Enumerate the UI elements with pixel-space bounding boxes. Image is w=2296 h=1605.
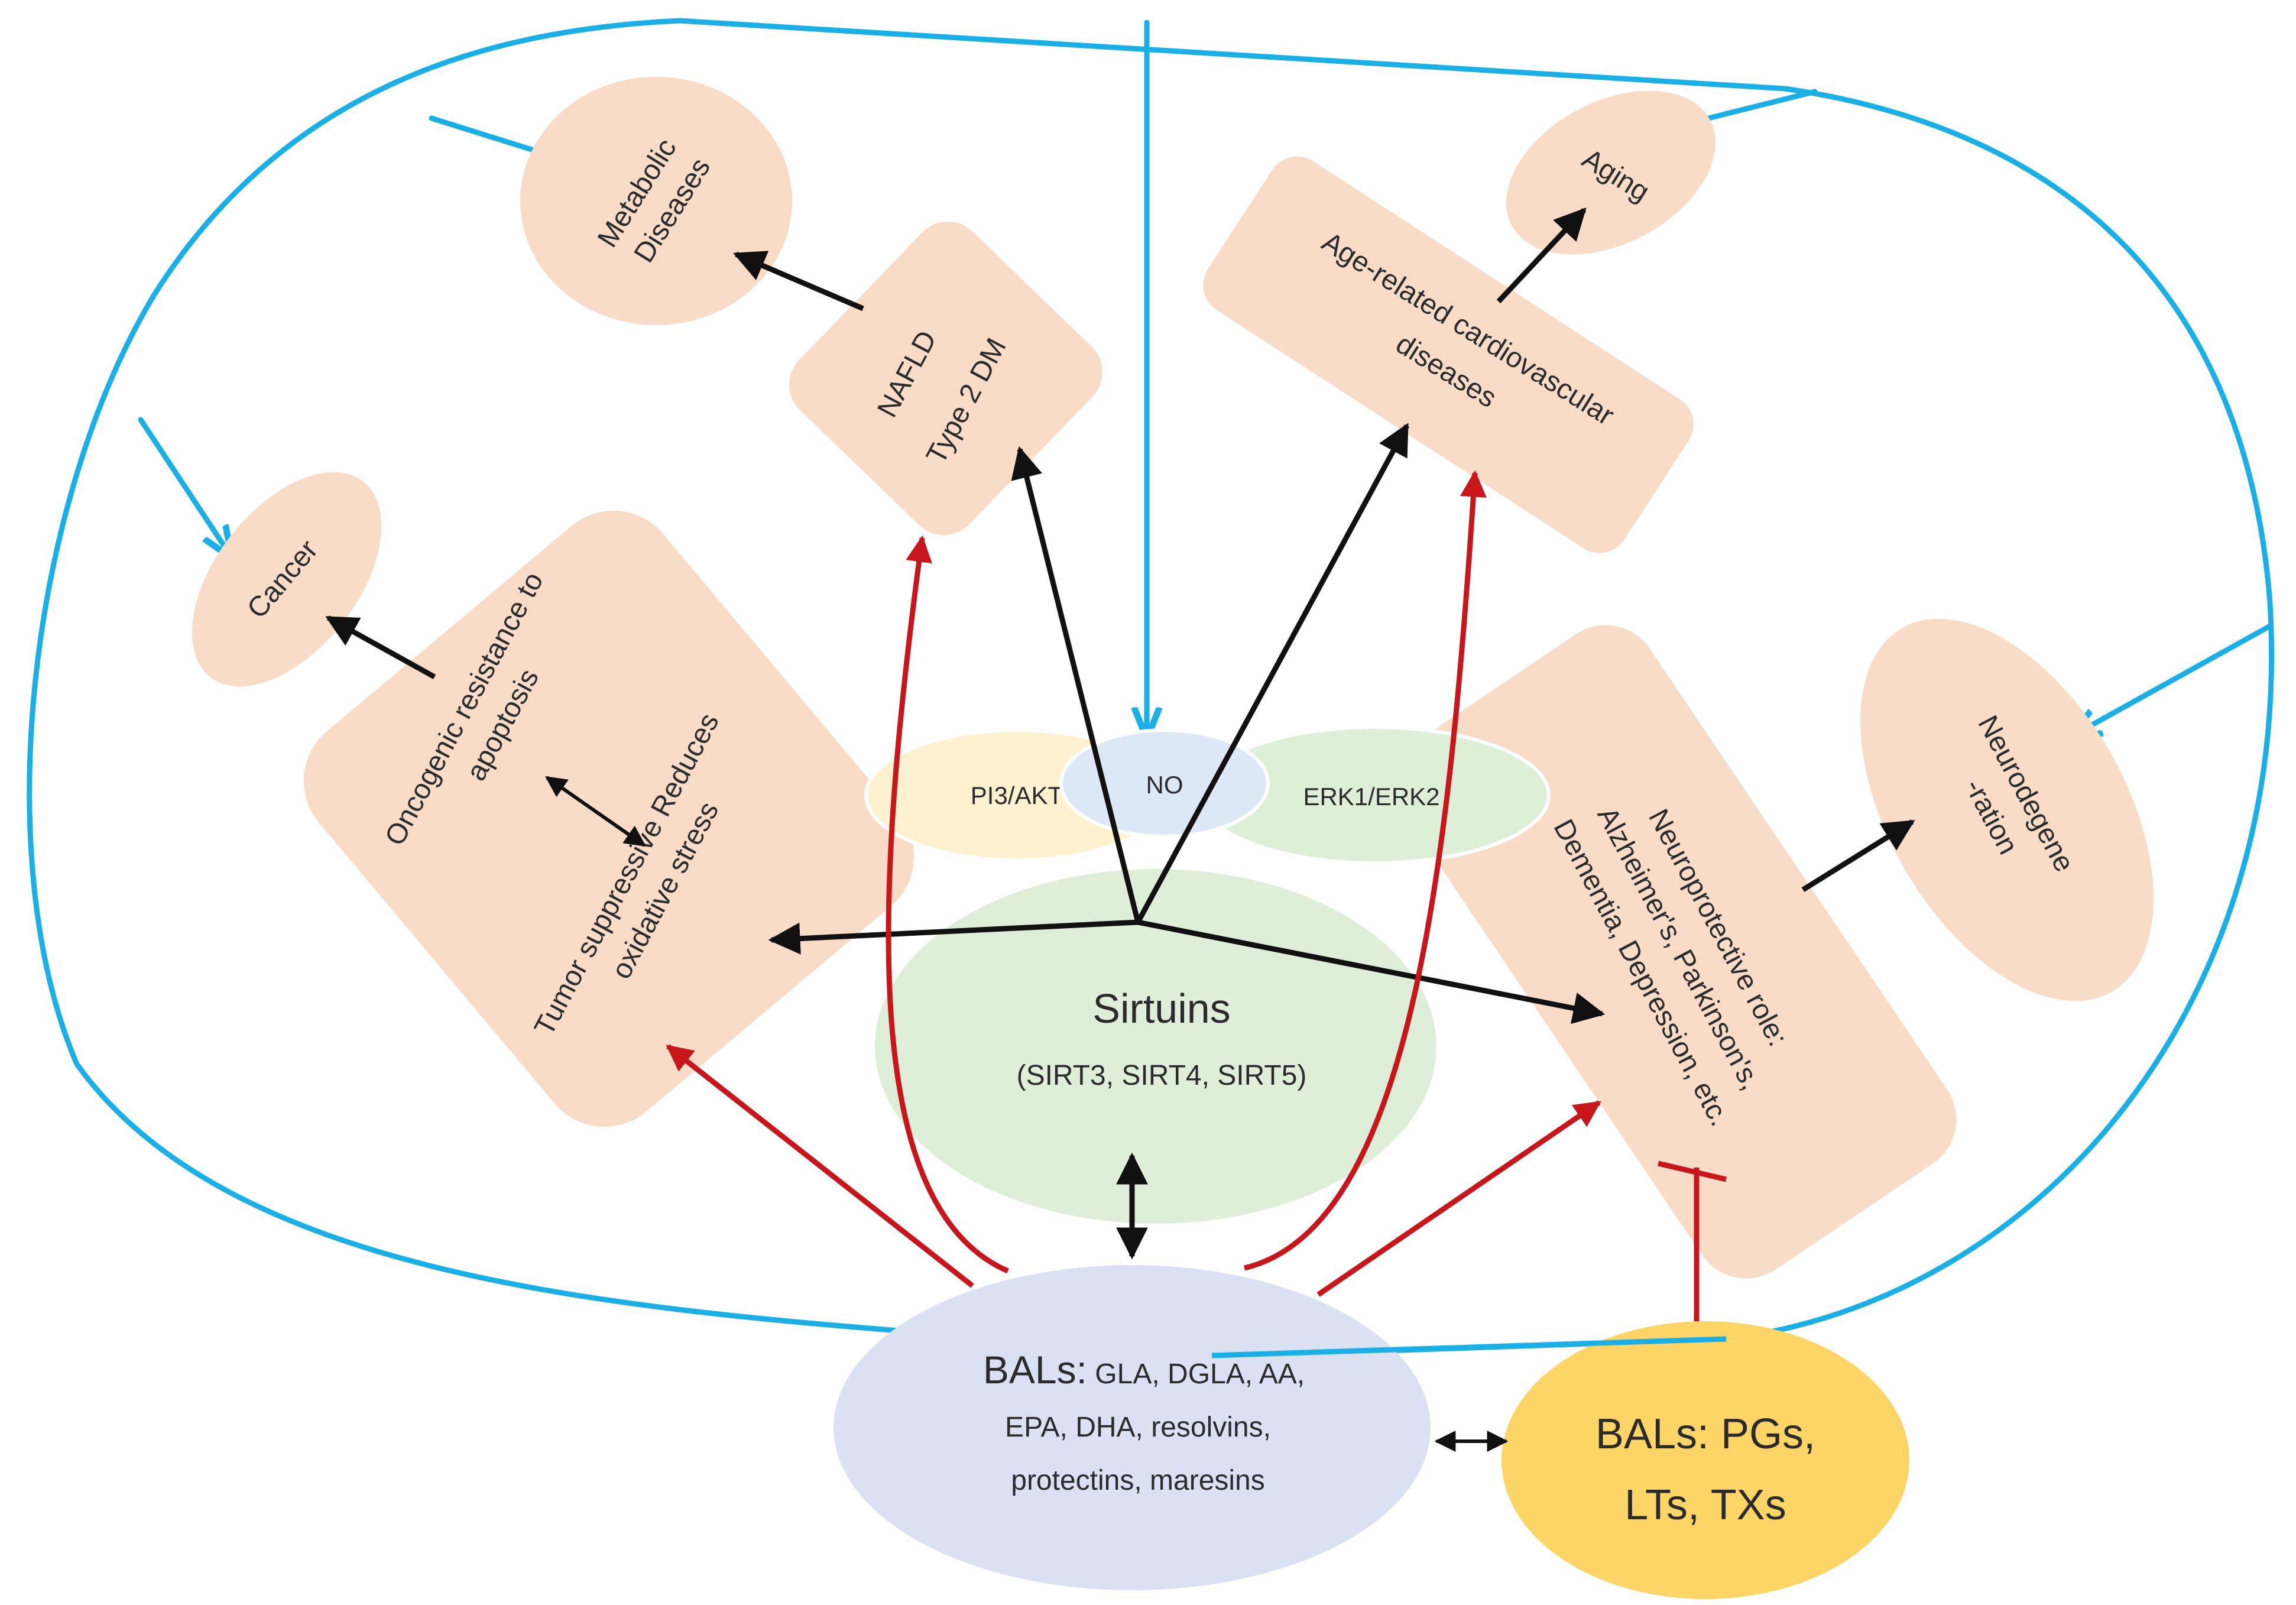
red-arrow-to-neuro: [1316, 1100, 1601, 1297]
arrow-oncogenic-to-cancer: [325, 615, 436, 679]
arrow-apoptosis-tumor: [545, 776, 646, 847]
no-label: NO: [1146, 771, 1183, 799]
bals-node: BALs: GLA, DGLA, AA, EPA, DHA, resolvins…: [834, 1265, 1431, 1590]
sirtuins-subtitle: (SIRT3, SIRT4, SIRT5): [1017, 1060, 1307, 1091]
neurodegeneration-node: Neurodegene -ration: [1860, 618, 2154, 1001]
bals-pg-shape: [1502, 1321, 1909, 1599]
red-arrow-to-nafld: [886, 535, 1009, 1274]
arrow-hub-to-nafld: [1011, 446, 1141, 923]
nafld-node: NAFLD Type 2 DM: [789, 221, 1102, 536]
nafld-shape: [789, 221, 1102, 536]
pi3akt-label: PI3/AKT: [971, 782, 1063, 809]
arrow-cardio-to-aging: [1496, 207, 1587, 304]
arrow-neuro-to-neurodegeneration: [1801, 819, 1915, 892]
black-arrows: [325, 207, 1915, 1452]
bals-pg-node: BALs: PGs, LTs, TXs: [1502, 1321, 1909, 1599]
neurodegeneration-shape: [1860, 618, 2154, 1001]
red-inhibition-bar: [1657, 1160, 1727, 1182]
no-shape: [1059, 728, 1270, 838]
metabolic-diseases-shape: [520, 77, 792, 325]
no-chip: NO: [1059, 728, 1270, 838]
blue-enclosure: [27, 18, 2275, 1360]
arrow-hub-to-oncogenic: [768, 919, 1139, 955]
metabolic-diseases-node: Metabolic Diseases: [520, 77, 792, 325]
sirtuins-shape: [875, 869, 1436, 1224]
bals-shape: [834, 1265, 1431, 1590]
bals-line1: BALs: GLA, DGLA, AA,: [983, 1348, 1305, 1392]
bals-pg-line1: BALs: PGs,: [1595, 1411, 1815, 1458]
arrow-hub-to-neuro: [1137, 919, 1606, 1024]
red-arrow-to-cardio: [1243, 470, 1487, 1271]
erk-chip: ERK1/ERK2: [1198, 725, 1551, 865]
sirtuins-hub: Sirtuins (SIRT3, SIRT4, SIRT5): [875, 869, 1436, 1224]
age-related-cardio-shape: [1203, 156, 1694, 553]
bals-pg-line2: LTs, TXs: [1624, 1481, 1786, 1529]
cancer-branch: [138, 417, 231, 556]
bals-line2: EPA, DHA, resolvins,: [1005, 1412, 1271, 1443]
sirtuins-title: Sirtuins: [1092, 985, 1230, 1032]
cancer-node: Cancer: [192, 472, 382, 687]
arrow-hub-to-cardio: [1136, 423, 1409, 924]
aging-node: Aging: [1506, 90, 1715, 255]
neuro-branch: [2072, 624, 2272, 736]
enclosure-bottom-line: [1211, 1336, 1727, 1358]
erk-label: ERK1/ERK2: [1303, 783, 1439, 810]
red-arrows: [666, 470, 1727, 1321]
enclosure-outline: [27, 18, 2275, 1360]
bals-line3: protectins, maresins: [1011, 1465, 1265, 1496]
red-arrow-to-oncogenic: [666, 1044, 974, 1288]
arrow-nafld-to-metabolic: [733, 251, 864, 312]
